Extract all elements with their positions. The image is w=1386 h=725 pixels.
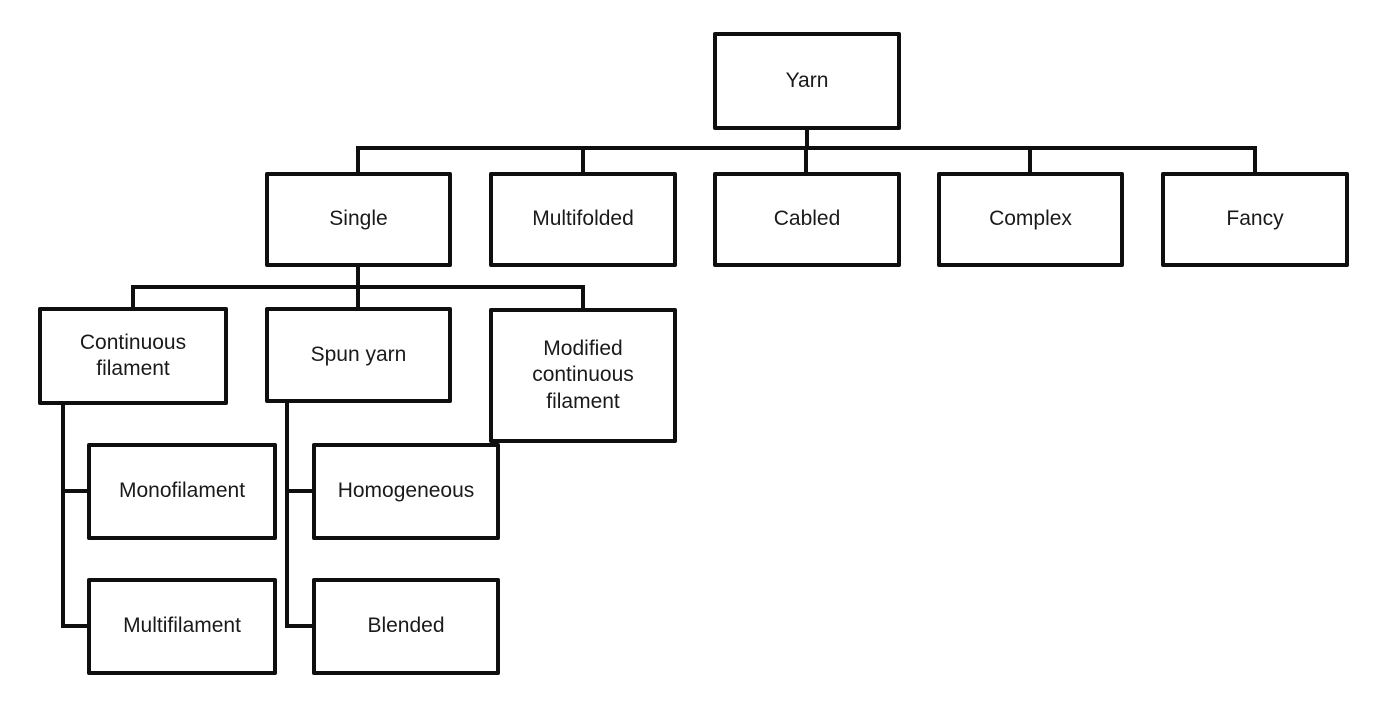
connector-stub-homogeneous [285, 489, 316, 493]
connector-stub-modified-continuous-filament [581, 285, 585, 308]
connector-single-drop [356, 267, 360, 289]
connector-spun-yarn-trunk [285, 403, 289, 628]
node-fancy: Fancy [1161, 172, 1349, 267]
node-yarn: Yarn [713, 32, 901, 130]
connector-stub-fancy [1253, 146, 1257, 172]
connector-stub-blended [285, 624, 316, 628]
connector-stub-single [356, 146, 360, 172]
connector-continuous-filament-trunk [61, 405, 65, 628]
connector-stub-cabled [804, 146, 808, 172]
connector-stub-multifolded [581, 146, 585, 172]
node-multifilament: Multifilament [87, 578, 277, 675]
connector-stub-multifilament [61, 624, 91, 628]
node-homogeneous: Homogeneous [312, 443, 500, 540]
node-monofilament: Monofilament [87, 443, 277, 540]
connector-stub-complex [1028, 146, 1032, 172]
connector-stub-monofilament [61, 489, 91, 493]
connector-stub-spun-yarn [356, 285, 360, 307]
node-blended: Blended [312, 578, 500, 675]
connector-yarn-drop [805, 130, 809, 150]
node-continuous-filament: Continuous filament [38, 307, 228, 405]
node-modified-continuous-filament: Modified continuous filament [489, 308, 677, 443]
connector-stub-continuous-filament [131, 285, 135, 307]
node-spun-yarn: Spun yarn [265, 307, 452, 403]
node-multifolded: Multifolded [489, 172, 677, 267]
node-cabled: Cabled [713, 172, 901, 267]
node-complex: Complex [937, 172, 1124, 267]
node-single: Single [265, 172, 452, 267]
